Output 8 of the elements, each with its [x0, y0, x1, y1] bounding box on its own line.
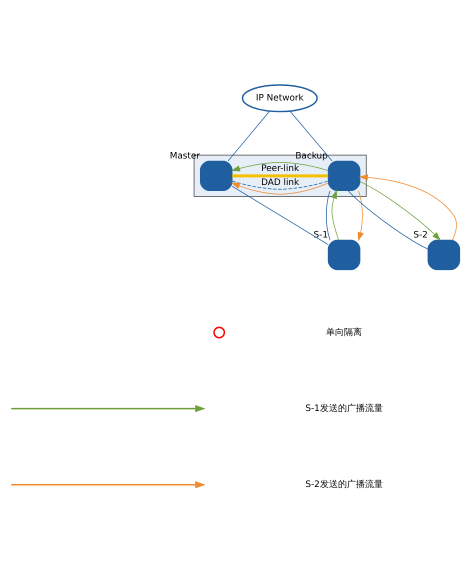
legend-label: S-2发送的广播流量 — [305, 480, 383, 490]
legend-label: 单向隔离 — [326, 327, 362, 338]
node-label: Master — [170, 151, 200, 162]
edge-label: DAD link — [261, 178, 300, 188]
node-label: S-2 — [413, 230, 428, 240]
edge-label: Peer-link — [261, 164, 300, 174]
node-label: S-1 — [314, 230, 328, 240]
legend-label: S-1发送的广播流量 — [305, 403, 383, 414]
